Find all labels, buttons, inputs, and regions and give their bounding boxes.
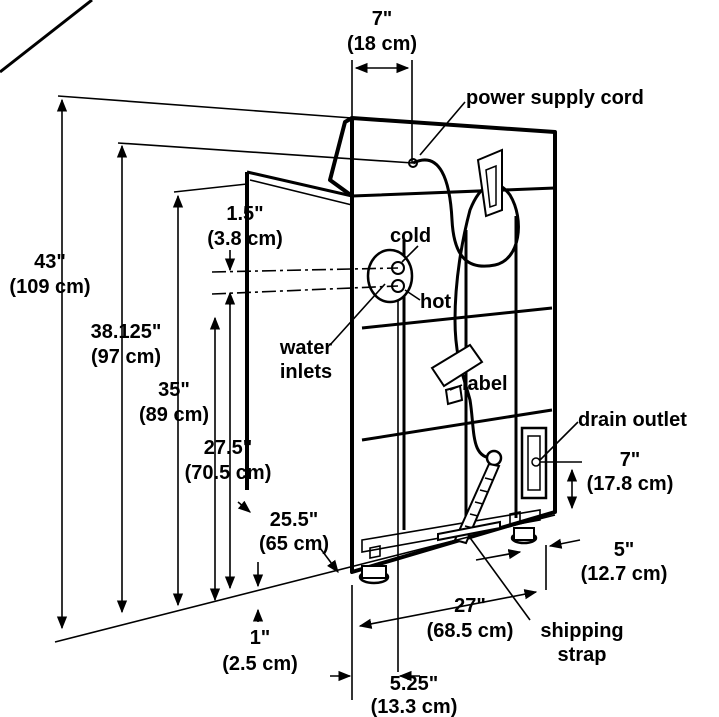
dim-7b-cm: (17.8 cm) (587, 473, 674, 495)
dim-5-cm: (12.7 cm) (581, 563, 668, 585)
label-label: label (462, 373, 508, 395)
dimension-lines (54, 60, 582, 700)
dim-27-cm: (68.5 cm) (427, 620, 514, 642)
cord-label: power supply cord (466, 87, 644, 109)
wall-edge-line (0, 0, 93, 74)
dim-525-cm: (13.3 cm) (371, 696, 458, 717)
dim-38-in: 38.125" (91, 321, 162, 343)
drain-label: drain outlet (578, 409, 687, 431)
dim-top-cm: (18 cm) (347, 33, 417, 55)
drain-outlet (520, 426, 548, 500)
water-label-1: water (279, 337, 332, 359)
dim-43-cm: (109 cm) (9, 276, 90, 298)
shipping-strap (437, 520, 501, 542)
cold-label: cold (390, 225, 431, 247)
dim-35-cm: (89 cm) (139, 404, 209, 426)
strap-label-1: shipping (540, 620, 623, 642)
dim-15-in: 1.5" (226, 203, 263, 225)
dim-5-in: 5" (614, 539, 635, 561)
dim-525-in: 5.25" (390, 673, 438, 695)
water-label-2: inlets (280, 361, 332, 383)
dim-35-in: 35" (158, 379, 190, 401)
dim-275-cm: (70.5 cm) (185, 462, 272, 484)
dim-27-in: 27" (454, 595, 486, 617)
text-labels: 7" (18 cm) power supply cord 43" (109 cm… (9, 8, 687, 717)
dim-255-in: 25.5" (270, 509, 318, 531)
dim-255-cm: (65 cm) (259, 533, 329, 555)
dim-7b-in: 7" (620, 449, 641, 471)
label-tag (430, 343, 484, 406)
dim-1-cm: (2.5 cm) (222, 653, 298, 675)
dim-1-in: 1" (250, 627, 271, 649)
dim-top-in: 7" (372, 8, 393, 30)
dim-275-in: 27.5" (204, 437, 252, 459)
strap-label-2: strap (558, 644, 607, 666)
washer-cabinet (245, 116, 557, 585)
drain-hose (453, 449, 503, 545)
dim-43-in: 43" (34, 251, 66, 273)
hot-label: hot (420, 291, 451, 313)
dim-15-cm: (3.8 cm) (207, 228, 283, 250)
dim-38-cm: (97 cm) (91, 346, 161, 368)
